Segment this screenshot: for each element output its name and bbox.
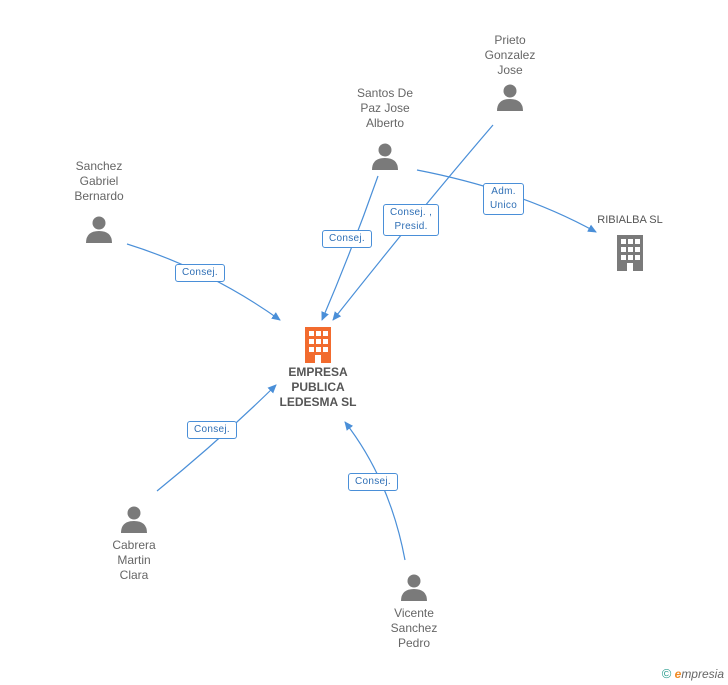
edge-label-sanchez-empresa[interactable]: Consej.	[175, 264, 226, 282]
person-icon	[401, 574, 427, 601]
person-node-vicente[interactable]: Vicente Sanchez Pedro	[374, 572, 454, 651]
company-name: RIBIALBA SL	[597, 214, 663, 226]
person-node-santos[interactable]: Santos De Paz Jose Alberto	[345, 86, 425, 171]
copyright-icon: ©	[661, 666, 672, 681]
person-name: Sanchez Gabriel Bernardo	[74, 159, 124, 203]
building-icon	[617, 235, 643, 271]
person-name: Santos De Paz Jose Alberto	[356, 86, 414, 130]
person-node-cabrera[interactable]: Cabrera Martin Clara	[94, 504, 174, 583]
edge-label-vicente-empresa[interactable]: Consej.	[348, 473, 399, 491]
edge-label-santos-ribialba[interactable]: Adm. Unico	[483, 183, 525, 215]
company-name: EMPRESA PUBLICA LEDESMA SL	[279, 365, 357, 409]
building-icon	[305, 327, 331, 363]
person-node-prieto[interactable]: Prieto Gonzalez Jose	[470, 33, 550, 112]
edge-santos-empresa	[321, 175, 379, 321]
person-icon	[86, 216, 112, 243]
person-icon	[497, 84, 523, 111]
company-node-ribialba[interactable]: RIBIALBA SL	[584, 213, 676, 271]
brand-watermark: © empresia	[662, 666, 724, 681]
person-name: Prieto Gonzalez Jose	[484, 33, 536, 77]
person-name: Vicente Sanchez Pedro	[390, 606, 438, 650]
person-node-sanchez[interactable]: Sanchez Gabriel Bernardo	[59, 159, 139, 244]
brand-e: e	[674, 667, 682, 681]
edge-label-prieto-empresa[interactable]: Consej. , Presid.	[383, 204, 440, 236]
company-node-empresa[interactable]: EMPRESA PUBLICA LEDESMA SL	[270, 327, 366, 410]
person-icon	[372, 143, 398, 170]
brand-rest: mpresia	[681, 667, 724, 681]
person-name: Cabrera Martin Clara	[112, 538, 156, 582]
edge-label-cabrera-empresa[interactable]: Consej.	[187, 421, 238, 439]
edge-label-santos-empresa[interactable]: Consej.	[322, 230, 373, 248]
edge-sanchez-empresa	[126, 243, 281, 321]
edge-vicente-empresa	[344, 421, 406, 561]
person-icon	[121, 506, 147, 533]
